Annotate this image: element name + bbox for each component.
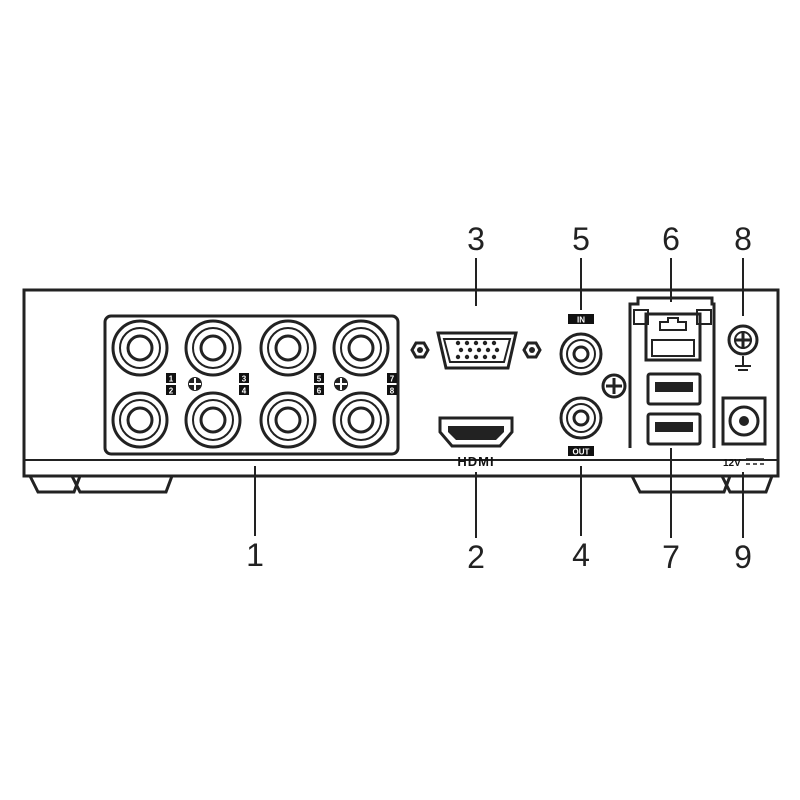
bnc-block-outline <box>103 314 400 456</box>
vga-pin <box>464 354 470 360</box>
vga-inner <box>442 338 512 363</box>
channel-tag <box>387 373 397 383</box>
ground-screw-icon <box>601 373 627 399</box>
callout-8: 8 <box>734 221 752 257</box>
vga-pin <box>491 340 497 346</box>
network-usb-outline <box>628 296 716 448</box>
bnc-connector-icon <box>111 319 169 377</box>
vga-pin <box>455 354 461 360</box>
channel-tag <box>314 373 324 383</box>
foot-left-b <box>70 475 174 494</box>
power-input: 12V <box>721 396 767 469</box>
channel-number-7: 7 <box>390 375 395 384</box>
callout-6: 6 <box>662 221 680 257</box>
callout-9: 9 <box>734 539 752 575</box>
channel-number-8: 8 <box>390 387 395 396</box>
bnc-connector-icon <box>332 391 390 449</box>
vga-pins <box>455 340 500 360</box>
hdmi-label: HDMI <box>457 454 494 469</box>
channel-tag <box>387 385 397 395</box>
audio-in-jack <box>559 332 603 376</box>
vga-pin <box>494 347 500 353</box>
channel-number-6: 6 <box>317 387 322 396</box>
callout-7: 7 <box>662 539 680 575</box>
hdmi-shell <box>438 416 514 448</box>
chassis-outline <box>22 288 780 478</box>
network-usb-block <box>628 296 716 448</box>
vga-pin <box>482 354 488 360</box>
vga-pin <box>482 340 488 346</box>
channel-number-2: 2 <box>169 387 174 396</box>
vga-pin <box>485 347 491 353</box>
vga-port <box>410 331 542 370</box>
audio-ports: IN OUT <box>559 314 627 457</box>
ethernet-port <box>633 309 712 362</box>
bnc-connector-icon <box>259 391 317 449</box>
channel-tag <box>314 385 324 395</box>
bnc-connector-icon <box>259 319 317 377</box>
vga-pin <box>458 347 464 353</box>
vga-pin <box>473 354 479 360</box>
audio-out-jack <box>559 396 603 440</box>
bnc-connector-icon <box>184 391 242 449</box>
ground-screw-icon <box>334 377 348 391</box>
bnc-connector-icon <box>111 391 169 449</box>
vga-pin <box>455 340 461 346</box>
led-right <box>696 309 712 325</box>
audio-in-tag <box>568 314 594 324</box>
channel-number-labels: 1 2 3 4 5 6 7 8 <box>166 373 397 396</box>
hdmi-port: HDMI <box>438 416 514 469</box>
bnc-connector-icon <box>184 319 242 377</box>
audio-in-label: IN <box>577 316 585 325</box>
audio-out-label: OUT <box>573 448 590 457</box>
vga-pin <box>476 347 482 353</box>
channel-number-3: 3 <box>242 375 247 384</box>
vga-pin <box>464 340 470 346</box>
usb-port-upper <box>646 372 702 406</box>
chassis <box>22 288 780 494</box>
channel-tag <box>239 385 249 395</box>
vga-pin <box>491 354 497 360</box>
usb-port-lower <box>646 412 702 446</box>
audio-out-tag <box>568 446 594 456</box>
leader-lines <box>254 258 744 538</box>
vga-screw-right <box>522 341 542 359</box>
grounding-terminal <box>727 324 759 371</box>
vga-pin <box>473 340 479 346</box>
foot-right-b <box>720 475 774 494</box>
power-label: 12V <box>723 458 741 469</box>
callout-numbers: 1 2 3 4 5 6 7 8 9 <box>246 221 752 575</box>
bnc-connector-icon <box>332 319 390 377</box>
vga-shell <box>436 331 518 370</box>
ground-symbol-icon <box>735 356 751 371</box>
callout-5: 5 <box>572 221 590 257</box>
bnc-input-block: 1 2 3 4 5 6 7 8 <box>103 314 400 456</box>
channel-number-4: 4 <box>242 387 247 396</box>
dc-symbol-icon <box>746 458 764 465</box>
hdmi-inner <box>448 426 504 440</box>
vga-pin <box>467 347 473 353</box>
led-left <box>633 309 649 325</box>
foot-right-a <box>630 475 732 494</box>
callout-4: 4 <box>572 537 590 573</box>
channel-tag <box>239 373 249 383</box>
channel-tag <box>166 385 176 395</box>
bnc-connectors <box>111 319 390 449</box>
callout-1: 1 <box>246 537 264 573</box>
channel-number-1: 1 <box>169 375 174 384</box>
callout-2: 2 <box>467 539 485 575</box>
channel-tag <box>166 373 176 383</box>
vga-screw-left <box>410 341 430 359</box>
callout-3: 3 <box>467 221 485 257</box>
ground-screw-icon <box>188 377 202 391</box>
channel-number-5: 5 <box>317 375 322 384</box>
